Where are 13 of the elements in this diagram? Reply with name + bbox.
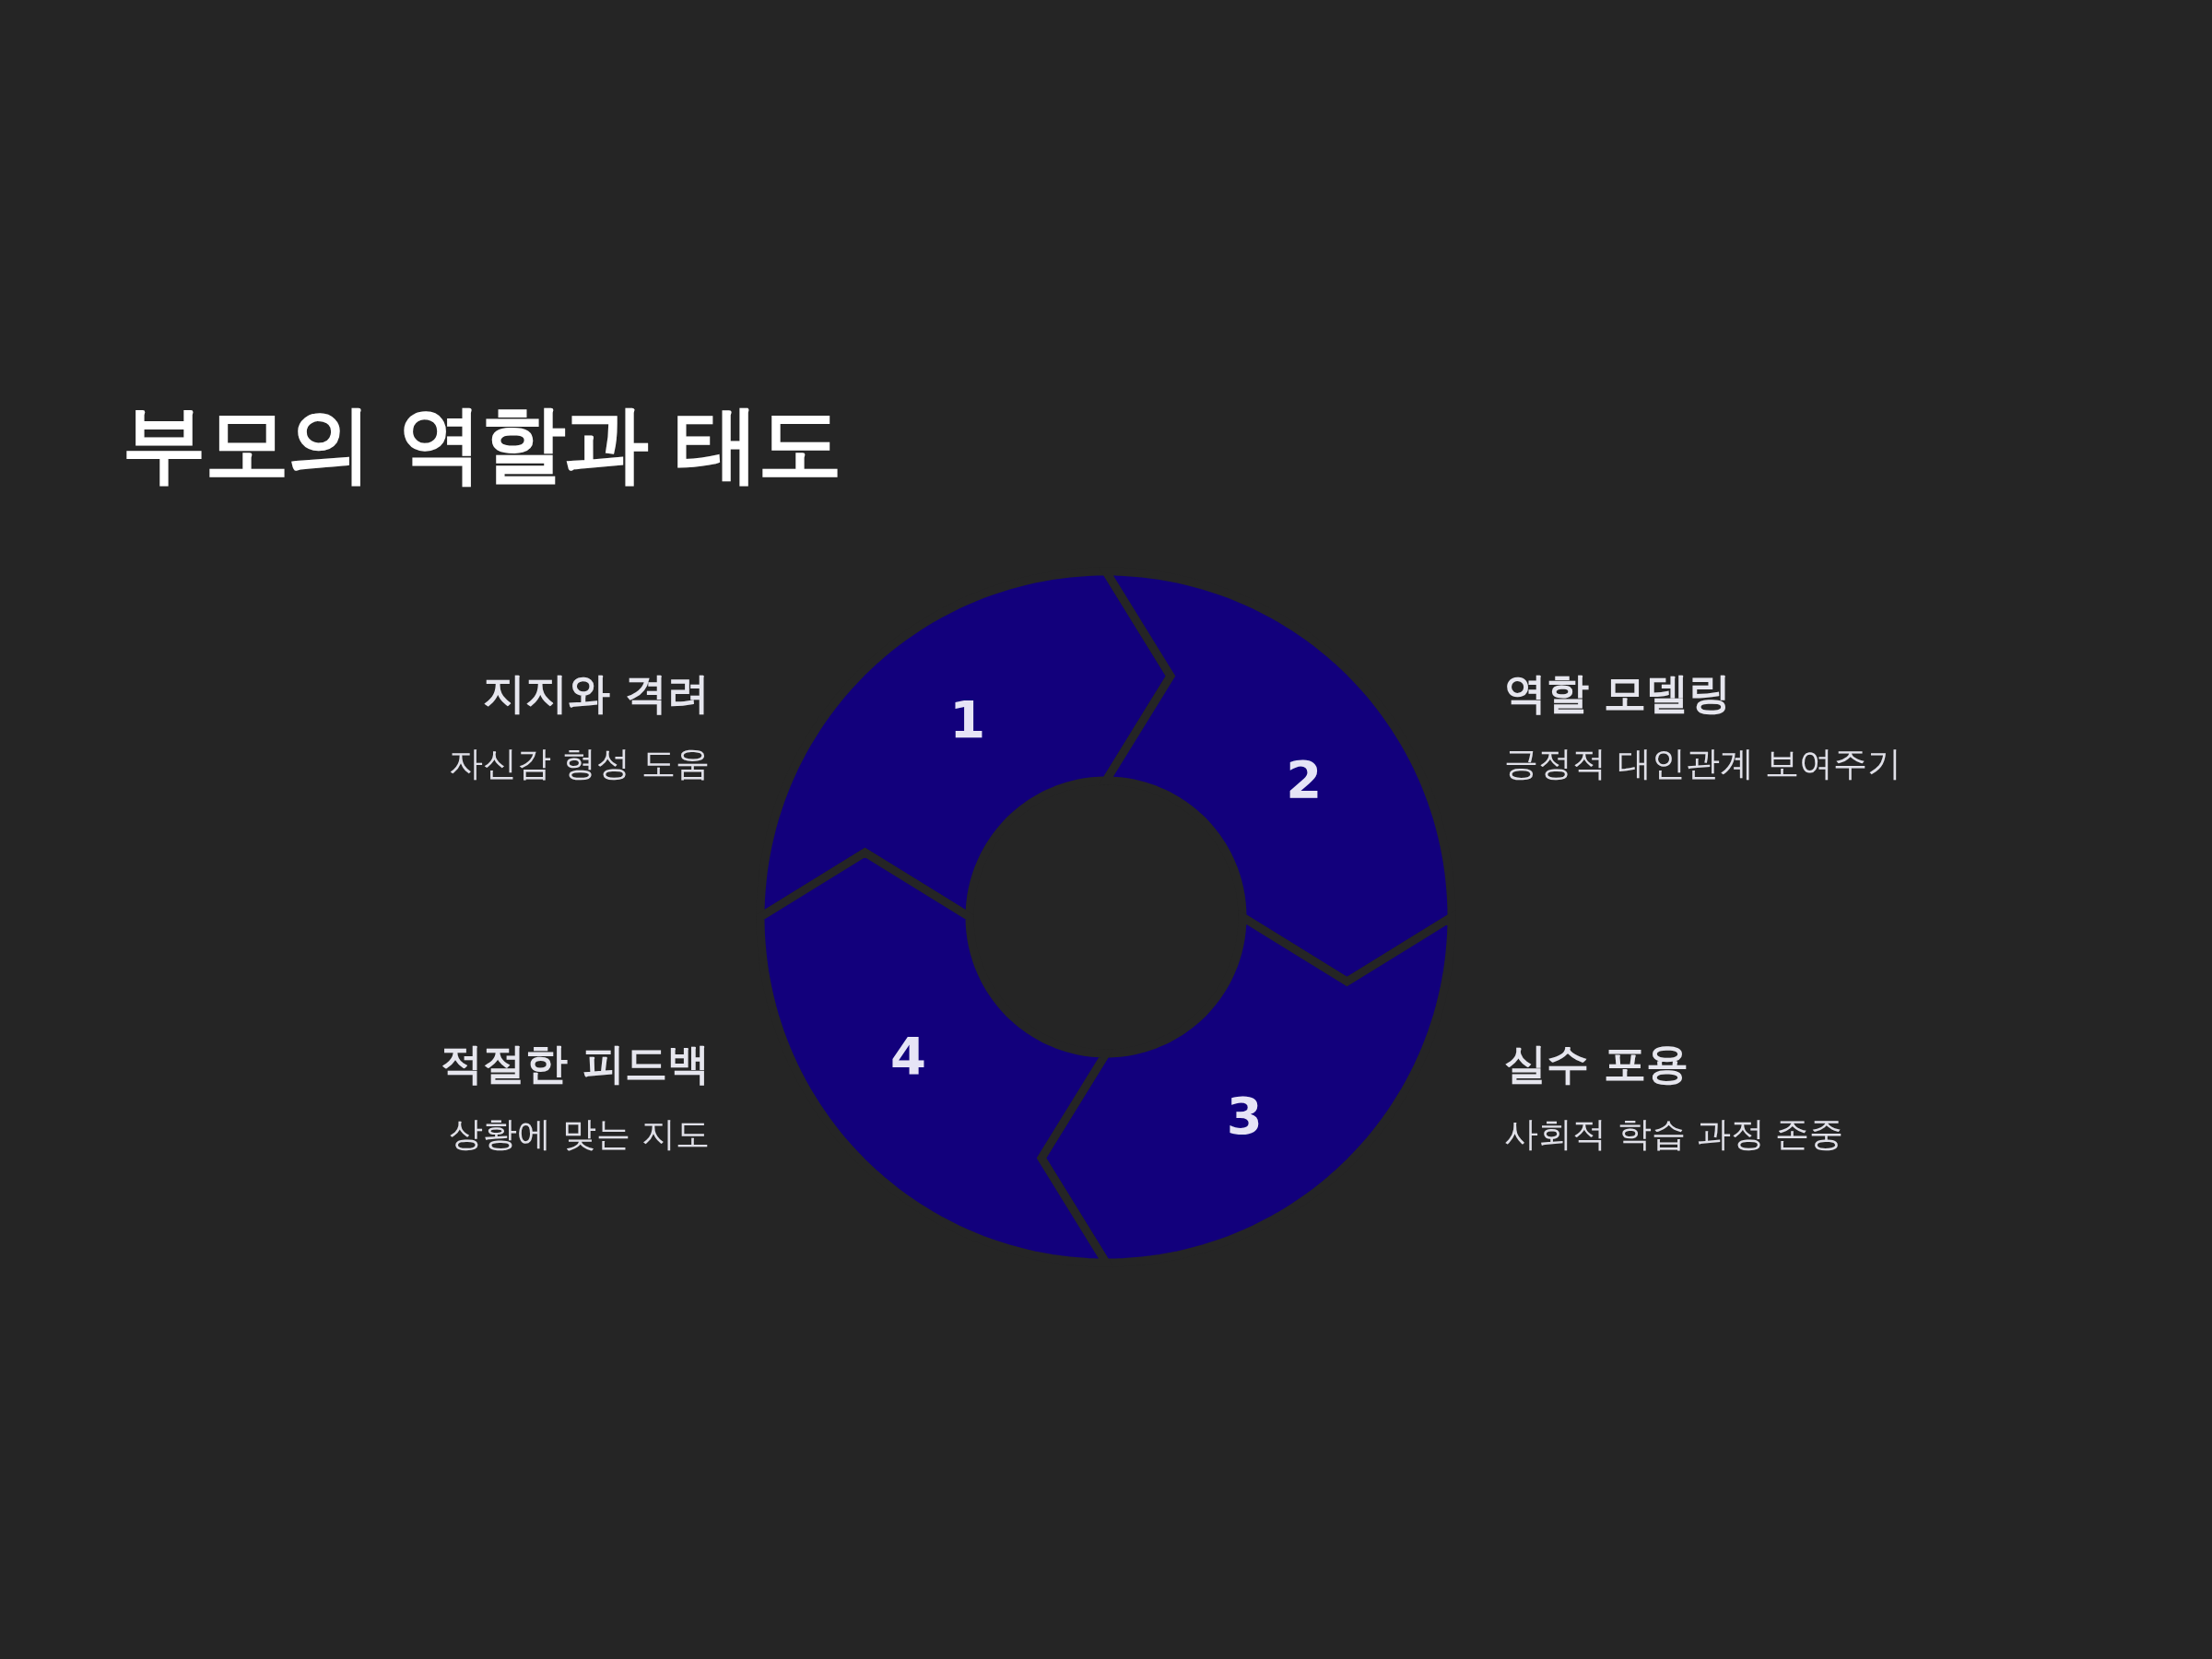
step-description: 사회적 학습 과정 존중 [1504, 1113, 1844, 1156]
step-number: 3 [1226, 1085, 1263, 1146]
step-number: 1 [949, 688, 986, 749]
step-heading: 실수 포용 [1504, 1038, 1688, 1090]
step-number: 4 [889, 1025, 926, 1086]
step-number: 2 [1286, 748, 1323, 809]
step-description: 상황에 맞는 지도 [449, 1113, 710, 1156]
step-description: 긍정적 대인관계 보여주기 [1504, 743, 1901, 785]
step-heading: 역할 모델링 [1504, 667, 1731, 720]
step-heading: 지지와 격려 [483, 667, 710, 720]
title: 부모의 역할과 태도 [122, 394, 841, 495]
step-description: 자신감 형성 도움 [449, 743, 710, 785]
step-heading: 적절한 피드백 [441, 1038, 710, 1090]
